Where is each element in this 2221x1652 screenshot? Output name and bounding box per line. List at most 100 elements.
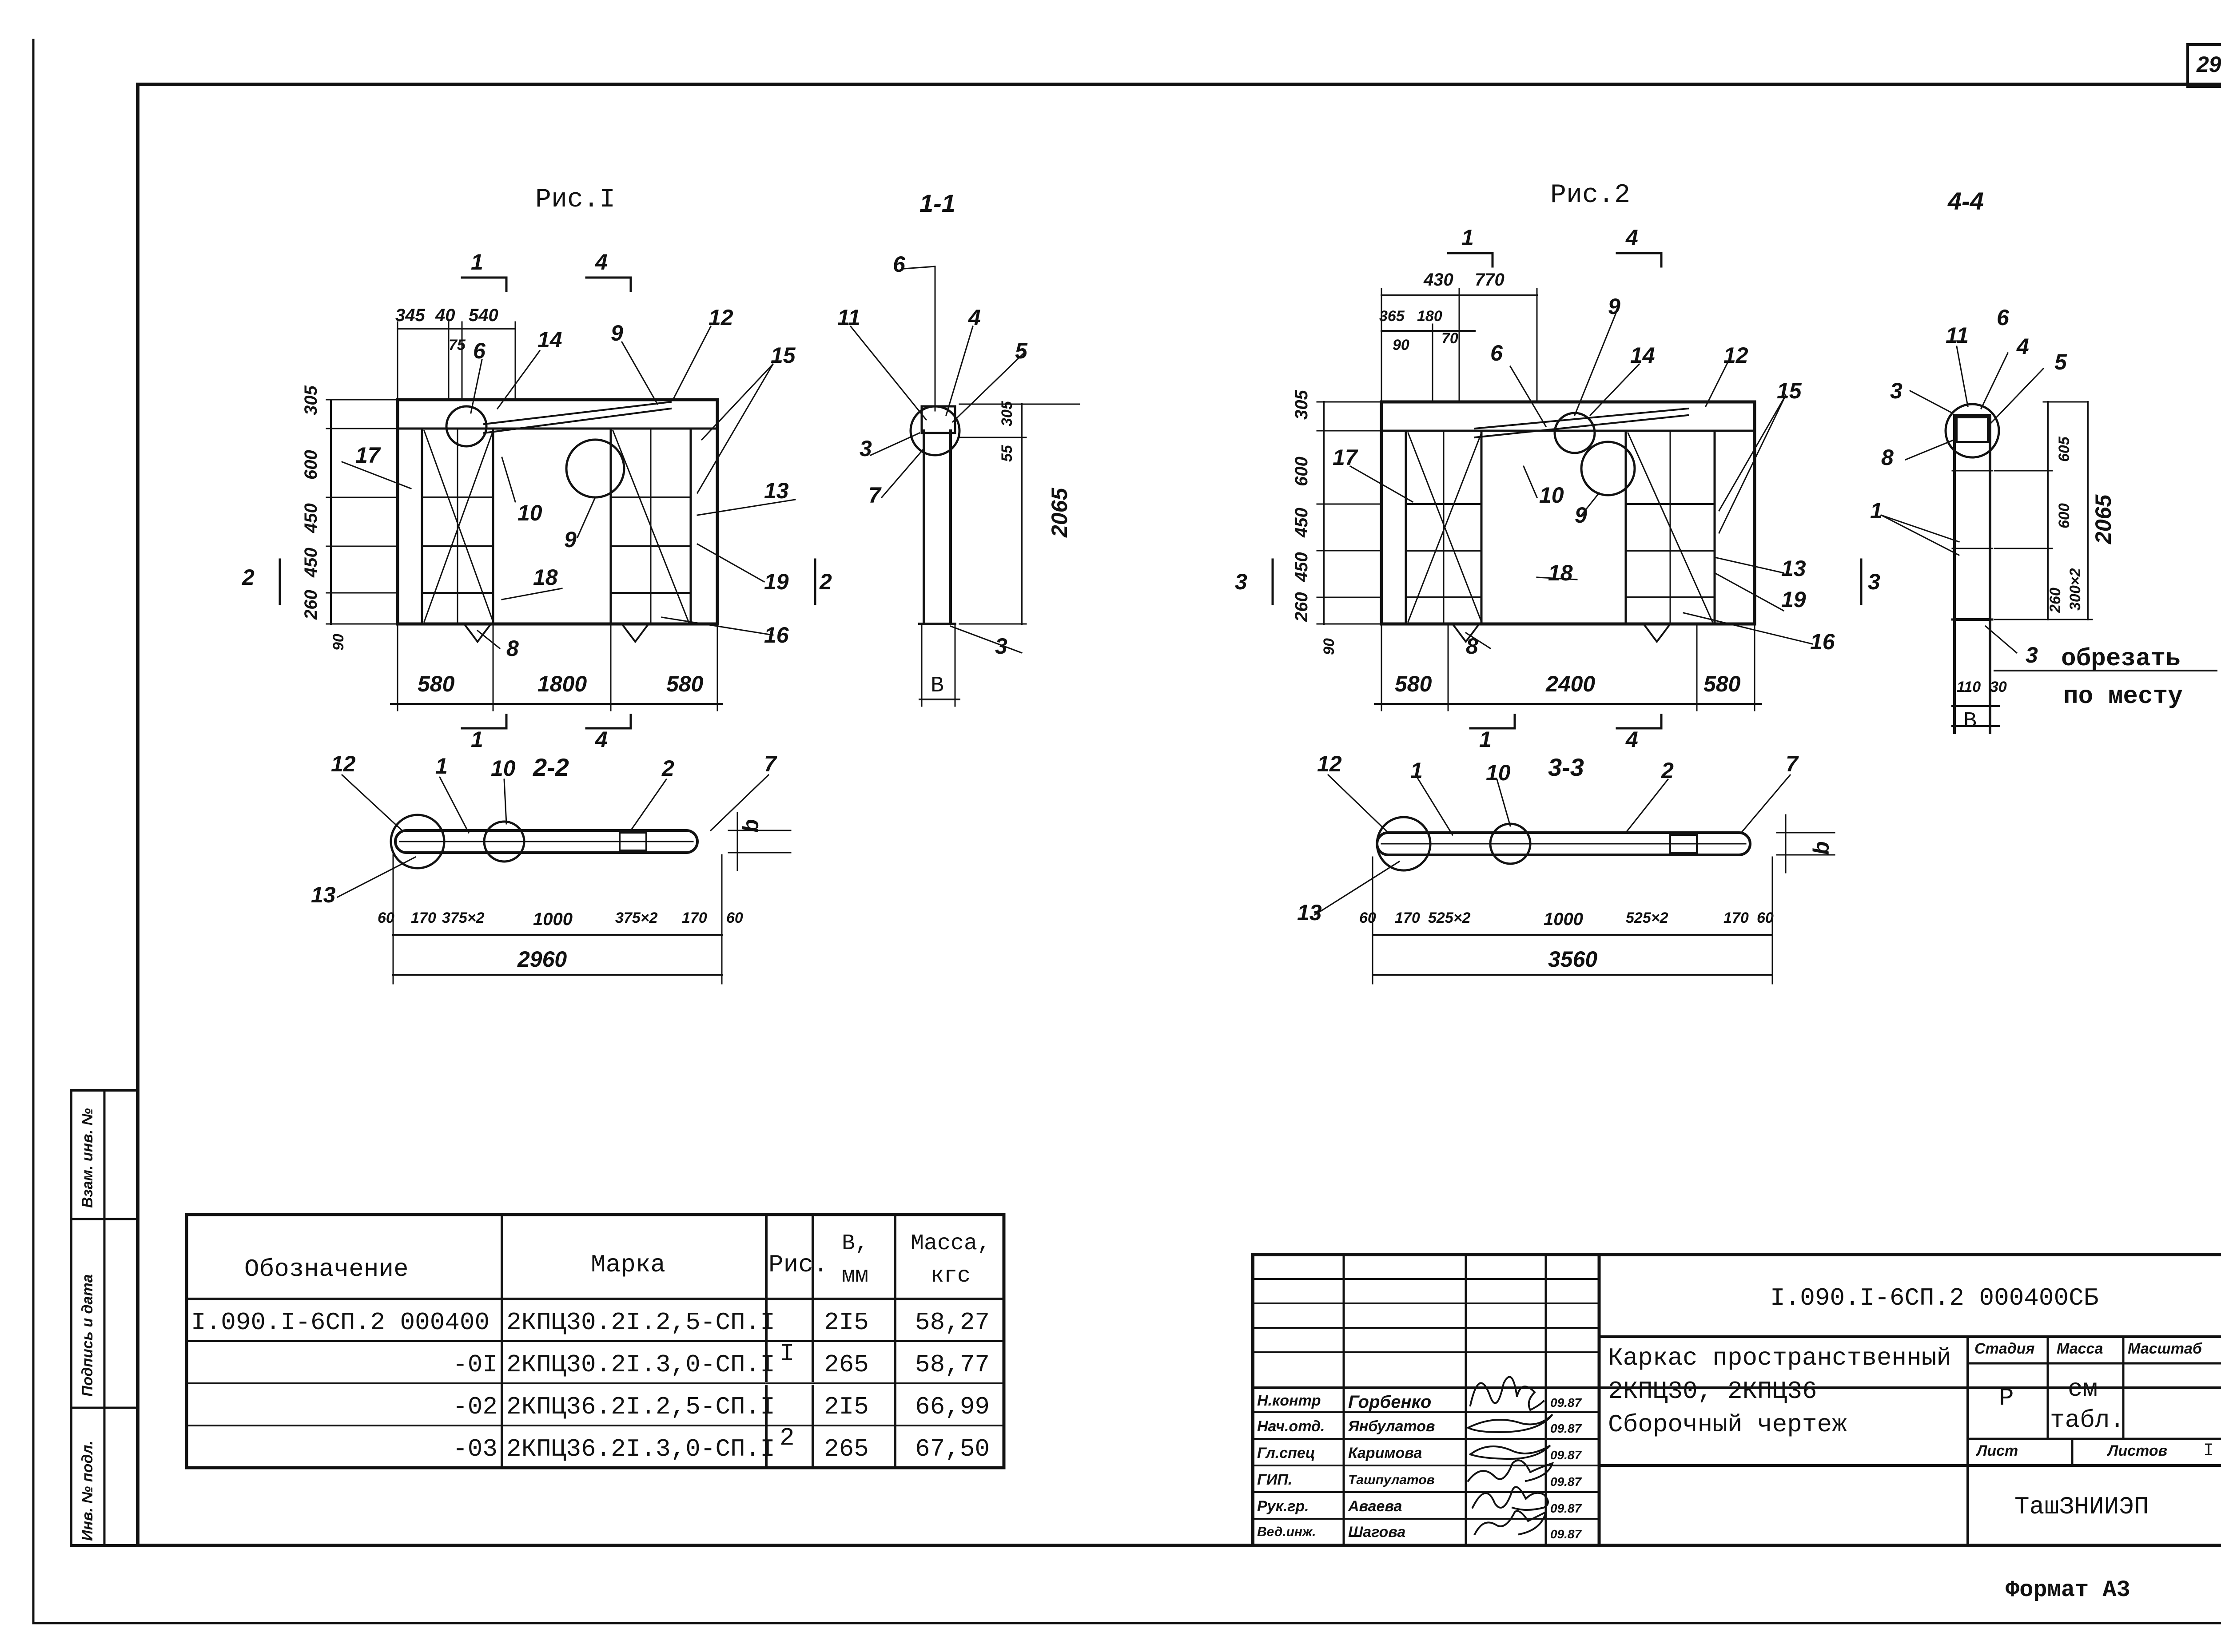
doc-name-line2: 2КПЦ30, 2КПЦ36 [1608, 1377, 1817, 1406]
stage-label: Стадия [1974, 1340, 2035, 1357]
organization: ТашЗНИИЭП [2014, 1493, 2149, 1521]
fig1-plan-b: b [738, 819, 763, 833]
fig2-plan-leader-1: 1 [1410, 758, 1423, 783]
spec-header-mark: Марка [591, 1251, 666, 1279]
signer-date: 09.87 [1550, 1448, 1582, 1462]
sec11-dim-2065: 2065 [1047, 488, 1072, 537]
fig2-dim-left-5: 90 [1321, 638, 1337, 655]
fig1-mark-4-bottom: 4 [595, 727, 608, 752]
fig2-dim-bottom-2: 580 [1704, 671, 1741, 696]
spec-cell-mass: 66,99 [915, 1393, 990, 1421]
fig1-plan-dim-4: 375×2 [615, 909, 658, 926]
fig1-plan-leader-10: 10 [491, 756, 516, 781]
fig1-dim-top-0: 345 [395, 306, 425, 325]
sec44-leader-11: 11 [1946, 323, 1969, 348]
fig1-leader-8: 8 [506, 636, 519, 661]
sec44-note-line1: обрезать [2061, 644, 2181, 673]
fig2-title: Рис.2 [1550, 180, 1631, 210]
spec-cell-mass: 67,50 [915, 1435, 990, 1463]
fig2-mark-3-left: 3 [1235, 569, 1247, 594]
fig2-plan-leader-2: 2 [1661, 758, 1674, 783]
spec-table-grid [185, 1213, 1006, 1469]
fig1-mark-2-left: 2 [242, 565, 255, 590]
spec-cell-mark: 2КПЦ30.2I.3,0-СП.I [506, 1350, 775, 1379]
signer-name: Янбулатов [1348, 1418, 1435, 1435]
fig1-section-cut-label: 1-1 [919, 189, 955, 217]
signer-role: Нач.отд. [1257, 1418, 1325, 1435]
fig2-dim-left-4: 260 [1292, 592, 1311, 622]
fig2-dim-top2-2: 90 [1393, 337, 1409, 353]
fig2-mark-1-bottom: 1 [1479, 727, 1492, 752]
signer-date: 09.87 [1550, 1527, 1582, 1541]
spec-cell-mass: 58,77 [915, 1350, 990, 1379]
fig2-elevation [1271, 252, 1863, 730]
fig1-leader-12: 12 [708, 305, 733, 330]
fig1-leader-9b: 9 [564, 527, 577, 552]
sec44-leader-4: 4 [2017, 334, 2029, 359]
fig1-dim-bottom-2: 580 [666, 671, 704, 696]
fig2-plan-leader-12: 12 [1317, 751, 1342, 776]
spec-header-fig: Рис. [768, 1251, 828, 1279]
signer-name: Ташпулатов [1348, 1473, 1435, 1487]
signer-date: 09.87 [1550, 1501, 1582, 1515]
scale-label: Масштаб [2128, 1340, 2202, 1357]
sec44-dim-2065: 2065 [2091, 494, 2116, 544]
fig2-dim-top2-0: 365 [1379, 308, 1405, 325]
sheet-number: 29 [2197, 52, 2221, 77]
fig1-mark-4-top: 4 [595, 250, 608, 274]
signer-name: Шагова [1348, 1524, 1406, 1541]
fig2-mark-4-bottom: 4 [1626, 727, 1638, 752]
fig2-mark-4-top: 4 [1626, 225, 1638, 250]
fig1-dim-left-3: 450 [301, 548, 321, 577]
fig1-plan-leader-12: 12 [331, 751, 356, 776]
sec11-leader-3a: 3 [860, 436, 872, 461]
doc-name-line3: Сборочный чертеж [1608, 1410, 1847, 1439]
fig1-elevation [279, 276, 816, 730]
fig1-leader-6: 6 [473, 338, 486, 363]
fig2-leader-13: 13 [1781, 556, 1806, 581]
sec44-leader-3a: 3 [1890, 378, 1903, 403]
fig1-dim-top-1: 40 [435, 306, 455, 325]
fig2-leader-9a: 9 [1608, 294, 1620, 319]
mass-value-line2: табл. [2050, 1406, 2125, 1434]
sec11-leader-3b: 3 [995, 634, 1007, 659]
sec11-leader-7: 7 [868, 483, 881, 508]
spec-cell-fig: I [780, 1339, 795, 1368]
section-4-4 [1880, 345, 2217, 734]
fig1-dim-top-2: 540 [469, 306, 498, 325]
fig2-leader-15: 15 [1777, 378, 1802, 403]
doc-name-line1: Каркас пространственный [1608, 1344, 1951, 1372]
fig1-title: Рис.I [535, 185, 616, 215]
fig2-mark-1-top: 1 [1461, 225, 1474, 250]
fig1-leader-17: 17 [355, 443, 380, 468]
spec-cell-fig: 2 [780, 1424, 795, 1452]
signer-role: Гл.спец [1257, 1445, 1315, 1461]
fig1-plan-dim-0: 60 [378, 909, 394, 926]
spec-cell-designation: -0I [453, 1350, 498, 1379]
sheet-label: Лист [1977, 1442, 2018, 1459]
sheets-label: Листов [2108, 1442, 2168, 1459]
title-block-grid [1251, 1253, 2221, 1547]
fig1-leader-10: 10 [517, 500, 542, 525]
sec11-b-label: B [931, 673, 944, 699]
signer-date: 09.87 [1550, 1422, 1582, 1435]
sec44-leader-6: 6 [1997, 305, 2009, 330]
format-label: Формат А3 [2006, 1577, 2130, 1603]
side-stamp-signature-date: Подпись и дата [79, 1274, 96, 1397]
sec11-leader-4: 4 [968, 305, 981, 330]
fig2-plan [1313, 774, 1835, 985]
fig1-dim-bottom-0: 580 [418, 671, 455, 696]
fig2-plan-dim-1: 170 [1395, 909, 1420, 926]
fig1-plan-dim-6: 60 [726, 909, 743, 926]
fig1-plan-dim-3: 1000 [533, 909, 573, 929]
sec44-dim-260: 260 [2047, 588, 2064, 613]
fig1-plan-leader-1: 1 [435, 754, 448, 778]
fig2-plan-label: 3-3 [1548, 753, 1584, 781]
fig1-plan-leader-13: 13 [311, 882, 336, 907]
fig2-plan-dim-4: 525×2 [1626, 909, 1668, 926]
fig1-plan-leader-2: 2 [662, 756, 674, 781]
fig2-leader-12: 12 [1723, 343, 1748, 368]
fig2-plan-dim-6: 60 [1757, 909, 1774, 926]
signer-date: 09.87 [1550, 1396, 1582, 1410]
